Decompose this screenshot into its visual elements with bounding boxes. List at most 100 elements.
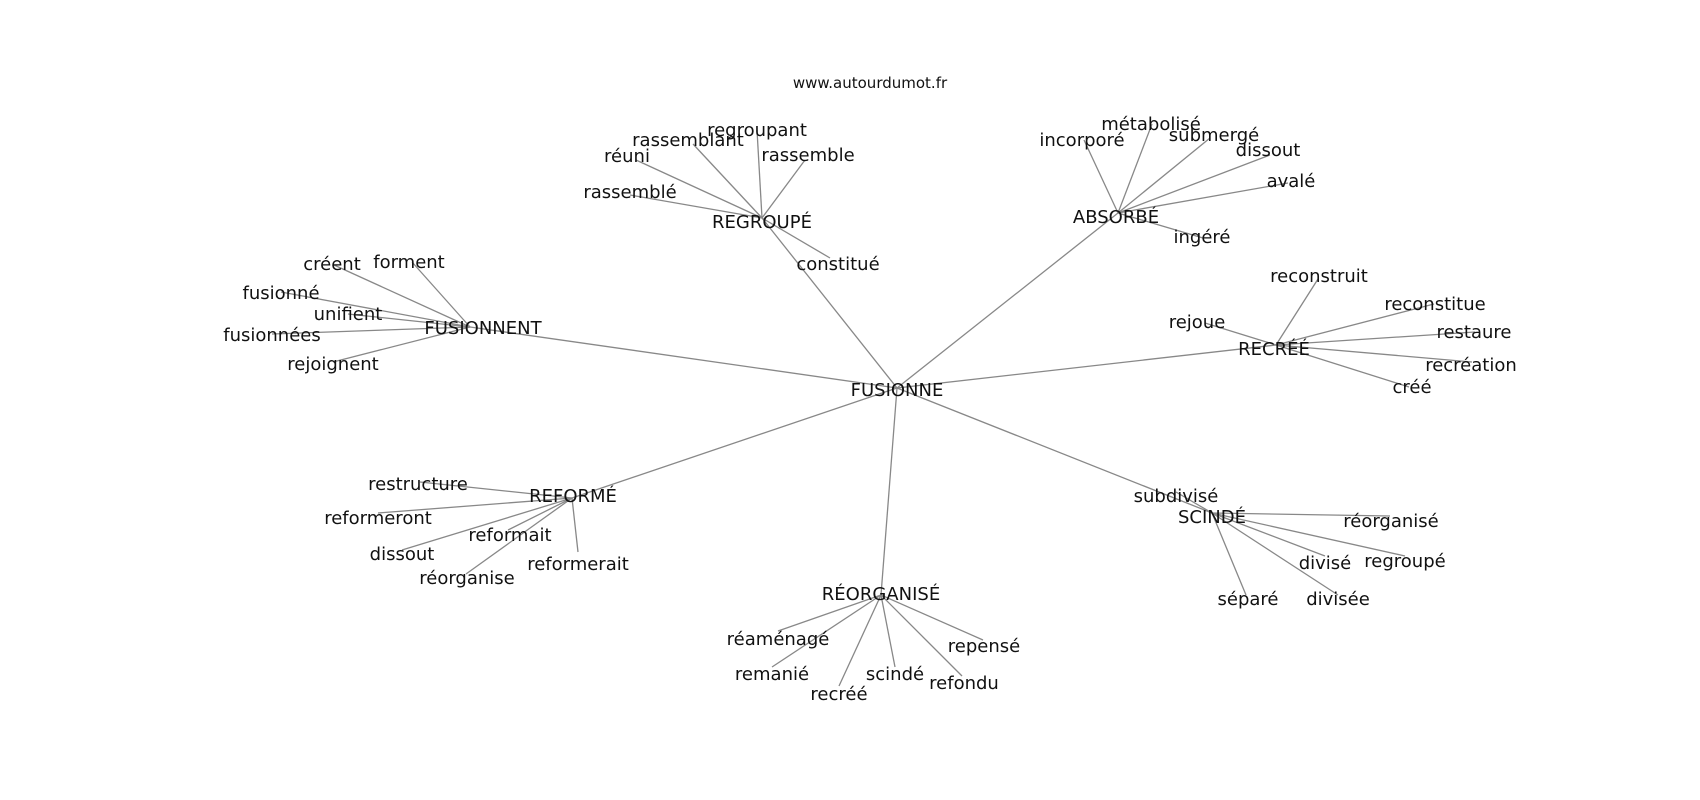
edge-fusionnent-creent — [333, 264, 471, 328]
node-hub-reforme[interactable]: REFORMÉ — [529, 485, 617, 507]
edge-reforme-dissout — [401, 497, 573, 551]
node-leaf-repense[interactable]: repensé — [948, 636, 1020, 657]
edge-absorbe-incorpore — [1083, 139, 1119, 214]
edge-absorbe-dissout — [1117, 154, 1271, 214]
edge-absorbe-ingere — [1117, 212, 1204, 239]
edge-absorbe-metabolise — [1117, 123, 1153, 214]
site-url: www.autourdumot.fr — [793, 74, 948, 92]
edge-reorganise-refondu — [880, 594, 963, 677]
edge-reorganise-scinde — [880, 594, 896, 668]
edge-reorganise-recree — [838, 594, 882, 687]
node-leaf-refondu[interactable]: refondu — [929, 673, 999, 694]
node-leaf-remanie[interactable]: remanié — [735, 664, 809, 685]
edge-root-reforme — [571, 387, 898, 499]
edge-regroupe-rassemblant — [692, 143, 763, 219]
node-leaf-constitue[interactable]: constitué — [796, 254, 879, 275]
node-leaf-regroupe[interactable]: regroupé — [1364, 551, 1445, 572]
node-leaf-reorganise[interactable]: réorganise — [419, 568, 515, 589]
node-hub-scinde[interactable]: SCINDÉ — [1178, 506, 1246, 528]
node-leaf-cree[interactable]: créé — [1392, 377, 1431, 398]
edge-scinde-reorganise — [1211, 512, 1391, 517]
node-leaf-reconstruit[interactable]: reconstruit — [1270, 266, 1368, 287]
edge-reforme-reformerait — [571, 497, 579, 553]
edge-recree-reconstitue — [1275, 303, 1435, 346]
edge-recree-reconstruit — [1275, 278, 1319, 346]
edge-regroupe-regroupant — [756, 129, 763, 219]
edge-reorganise-repense — [880, 594, 984, 641]
edge-regroupe-rassemble — [761, 159, 806, 219]
edge-scinde-regroupe — [1211, 512, 1406, 557]
node-leaf-reorganise[interactable]: réorganisé — [1343, 511, 1439, 532]
edge-root-regroupe — [761, 217, 898, 389]
node-leaf-rassemble[interactable]: rassemblé — [583, 182, 676, 203]
node-leaf-reformait[interactable]: reformait — [468, 525, 551, 546]
node-leaf-reamenage[interactable]: réaménagé — [727, 629, 830, 650]
edge-scinde-separe — [1211, 512, 1247, 596]
node-leaf-restaure[interactable]: restaure — [1436, 322, 1511, 343]
edge-reorganise-reamenage — [777, 594, 882, 632]
edge-recree-cree — [1275, 344, 1410, 388]
edge-reforme-reorganise — [465, 497, 573, 575]
node-leaf-creent[interactable]: créent — [303, 254, 361, 275]
node-leaf-recree[interactable]: recréé — [810, 684, 867, 705]
edge-absorbe-avale — [1117, 182, 1289, 214]
node-leaf-rassemblant[interactable]: rassemblant — [632, 130, 744, 151]
node-leaf-rassemble[interactable]: rassemble — [761, 145, 854, 166]
edge-root-reorganise — [880, 387, 898, 596]
node-leaf-ingere[interactable]: ingéré — [1174, 227, 1231, 248]
node-leaf-reformerait[interactable]: reformerait — [527, 554, 629, 575]
edge-absorbe-submerge — [1117, 137, 1211, 214]
node-leaf-divise[interactable]: divisé — [1299, 553, 1352, 574]
node-leaf-scinde[interactable]: scindé — [866, 664, 924, 685]
node-leaf-subdivise[interactable]: subdivisé — [1134, 486, 1219, 507]
edge-scinde-subdivise — [1175, 491, 1213, 514]
node-leaf-fusionnees[interactable]: fusionnées — [223, 325, 320, 346]
node-leaf-recreation[interactable]: recréation — [1425, 355, 1517, 376]
edge-reorganise-remanie — [771, 594, 882, 668]
node-leaf-metabolise[interactable]: métabolisé — [1101, 114, 1201, 135]
edge-reforme-restructure — [419, 481, 573, 499]
edge-reforme-reformeront — [377, 497, 573, 514]
edge-fusionnent-fusionnees — [271, 326, 471, 335]
node-leaf-incorpore[interactable]: incorporé — [1039, 130, 1124, 151]
edge-recree-recreation — [1275, 344, 1473, 363]
edge-fusionnent-fusionne — [280, 291, 471, 328]
edge-root-fusionnent — [469, 326, 898, 389]
node-leaf-forment[interactable]: forment — [373, 252, 445, 273]
node-leaf-divisee[interactable]: divisée — [1306, 589, 1370, 610]
node-leaf-rejoignent[interactable]: rejoignent — [287, 354, 378, 375]
node-leaf-reformeront[interactable]: reformeront — [324, 508, 432, 529]
edge-fusionnent-unifient — [347, 313, 471, 328]
node-leaf-submerge[interactable]: submergé — [1169, 125, 1259, 146]
node-hub-absorbe[interactable]: ABSORBÉ — [1073, 206, 1159, 228]
node-leaf-avale[interactable]: avalé — [1267, 171, 1316, 192]
edges — [271, 123, 1476, 687]
edge-regroupe-constitue — [761, 217, 831, 259]
edge-reforme-reformait — [507, 497, 573, 531]
node-leaf-restructure[interactable]: restructure — [368, 474, 468, 495]
node-leaf-rejoue[interactable]: rejoue — [1169, 312, 1226, 333]
node-leaf-separe[interactable]: séparé — [1218, 589, 1279, 610]
edge-recree-rejoue — [1204, 322, 1277, 346]
edge-scinde-divisee — [1211, 512, 1339, 596]
node-leaf-reconstitue[interactable]: reconstitue — [1384, 294, 1485, 315]
edge-regroupe-rassemble — [629, 194, 763, 219]
node-leaf-unifient[interactable]: unifient — [314, 304, 383, 325]
edge-regroupe-reuni — [635, 159, 763, 219]
edge-root-recree — [896, 344, 1277, 389]
node-leaf-fusionne[interactable]: fusionné — [242, 283, 319, 304]
node-leaf-dissout[interactable]: dissout — [1236, 140, 1301, 161]
node-hub-recree[interactable]: RECRÉÉ — [1238, 338, 1310, 360]
node-leaf-reuni[interactable]: réuni — [604, 146, 650, 167]
node-root-fusionne[interactable]: FUSIONNE — [851, 380, 944, 401]
edge-fusionnent-rejoignent — [332, 326, 471, 363]
edge-root-scinde — [896, 387, 1213, 514]
node-hub-regroupe[interactable]: REGROUPÉ — [712, 211, 812, 233]
node-hub-reorganise[interactable]: RÉORGANISÉ — [822, 583, 940, 605]
edge-scinde-divise — [1211, 512, 1326, 557]
node-leaf-dissout[interactable]: dissout — [370, 544, 435, 565]
node-hub-fusionnent[interactable]: FUSIONNENT — [424, 318, 542, 339]
edge-root-absorbe — [896, 212, 1119, 389]
node-leaf-regroupant[interactable]: regroupant — [707, 120, 807, 141]
